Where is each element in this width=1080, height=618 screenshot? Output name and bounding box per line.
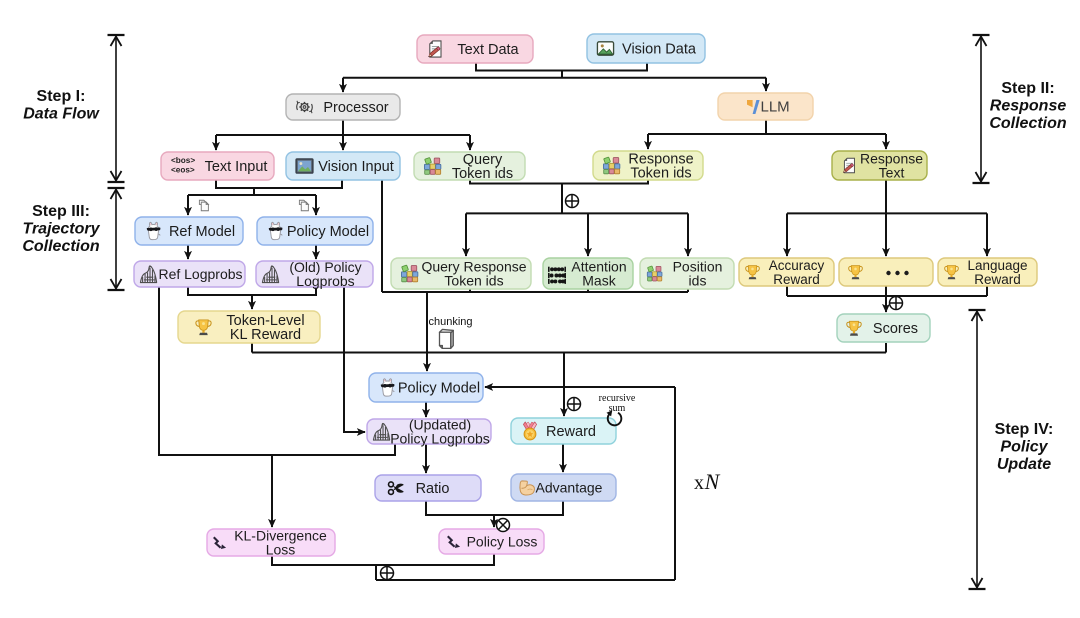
svg-text:Text: Text <box>879 165 905 181</box>
svg-text:Token-Level: Token-Level <box>226 313 304 329</box>
svg-text:N: N <box>704 469 721 494</box>
svg-text:recursive: recursive <box>599 393 636 404</box>
svg-text:Token ids: Token ids <box>444 273 503 289</box>
svg-text:Step III:: Step III: <box>32 203 90 220</box>
svg-text:Accuracy: Accuracy <box>769 258 825 273</box>
svg-text:Update: Update <box>997 456 1051 473</box>
svg-text:Response: Response <box>860 151 923 167</box>
svg-text:Text Data: Text Data <box>457 42 519 58</box>
svg-text:Ratio: Ratio <box>416 481 450 497</box>
svg-text:<bos>: <bos> <box>171 156 195 165</box>
svg-text:Vision Data: Vision Data <box>622 42 697 58</box>
svg-text:Collection: Collection <box>22 238 100 255</box>
svg-text:Response: Response <box>990 98 1067 115</box>
svg-text:<eos>: <eos> <box>171 165 195 174</box>
svg-text:Policy Model: Policy Model <box>287 224 369 240</box>
svg-text:Step I:: Step I: <box>37 88 86 105</box>
svg-text:Response: Response <box>628 152 693 168</box>
svg-text:Token ids: Token ids <box>630 166 691 182</box>
svg-text:Language: Language <box>967 258 1027 273</box>
svg-text:Trajectory: Trajectory <box>22 221 100 238</box>
svg-text:Query Response: Query Response <box>421 259 526 275</box>
svg-text:(Updated): (Updated) <box>409 417 471 433</box>
svg-text:Scores: Scores <box>873 321 918 337</box>
svg-text:LLM: LLM <box>761 99 790 116</box>
svg-text:Advantage: Advantage <box>536 480 603 496</box>
svg-text:Position: Position <box>673 259 723 275</box>
svg-text:Policy Loss: Policy Loss <box>467 534 538 550</box>
svg-text:KL Reward: KL Reward <box>230 327 301 343</box>
svg-text:Reward: Reward <box>974 272 1021 287</box>
svg-text:Mask: Mask <box>582 273 616 289</box>
svg-text:Logprobs: Logprobs <box>296 273 354 289</box>
svg-text:Step IV:: Step IV: <box>995 421 1054 438</box>
svg-text:Query: Query <box>463 152 503 168</box>
svg-text:KL-Divergence: KL-Divergence <box>234 528 327 544</box>
svg-text:Text Input: Text Input <box>205 159 268 175</box>
svg-text:Policy Model: Policy Model <box>398 381 480 397</box>
svg-text:Reward: Reward <box>546 424 596 440</box>
svg-text:Processor: Processor <box>323 100 388 116</box>
svg-text:Data Flow: Data Flow <box>23 106 100 123</box>
svg-text:Token ids: Token ids <box>452 166 513 182</box>
svg-text:Vision Input: Vision Input <box>318 159 394 175</box>
svg-text:Reward: Reward <box>773 272 820 287</box>
svg-text:chunking: chunking <box>429 316 473 328</box>
svg-text:x: x <box>694 472 704 494</box>
svg-text:Loss: Loss <box>266 542 296 558</box>
svg-text:(Old) Policy: (Old) Policy <box>289 259 361 275</box>
svg-text:Policy Logprobs: Policy Logprobs <box>390 431 490 447</box>
svg-text:Policy: Policy <box>1000 439 1048 456</box>
svg-text:ids: ids <box>689 273 707 289</box>
svg-text:sum: sum <box>609 403 626 414</box>
svg-text:Ref Model: Ref Model <box>169 224 235 240</box>
svg-text:Attention: Attention <box>571 259 626 275</box>
svg-text:Ref Logprobs: Ref Logprobs <box>158 266 242 282</box>
svg-text:Step II:: Step II: <box>1001 80 1054 97</box>
svg-text:Collection: Collection <box>989 115 1067 132</box>
